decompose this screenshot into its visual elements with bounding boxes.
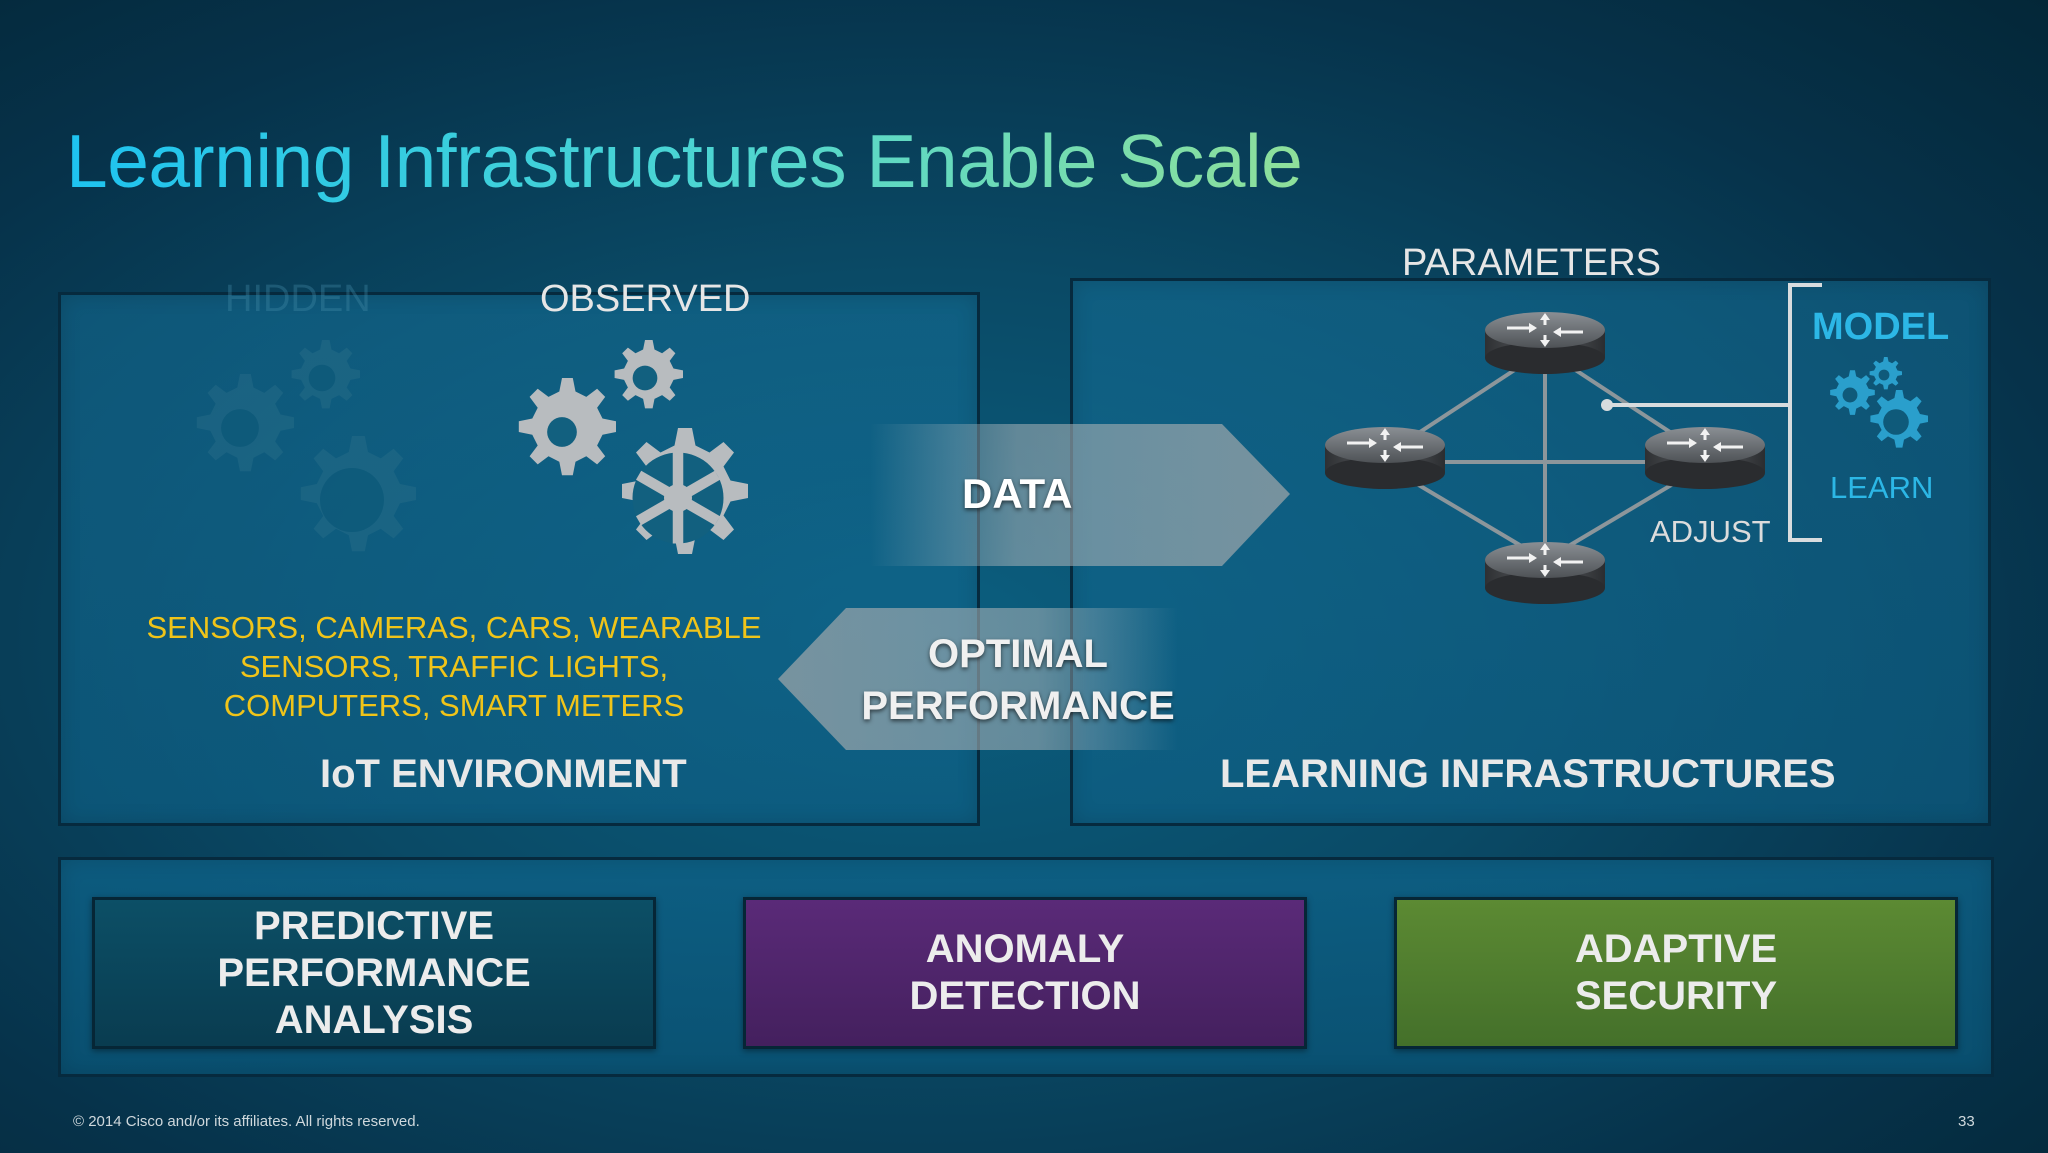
router-icon-right (1643, 425, 1767, 491)
hidden-gears-icon (196, 340, 416, 552)
iot-environment-panel (58, 292, 980, 826)
page-number: 33 (1958, 1113, 1975, 1130)
parameters-label: PARAMETERS (1402, 242, 1662, 284)
bracket-connector-dot (1601, 399, 1613, 411)
anomaly-detection-label: ANOMALY DETECTION (909, 927, 1141, 1018)
adaptive-security-box: ADAPTIVE SECURITY (1394, 897, 1958, 1049)
anomaly-detection-box: ANOMALY DETECTION (743, 897, 1307, 1049)
data-arrow-label: DATA (962, 470, 1073, 517)
learn-label: LEARN (1830, 470, 1934, 505)
predictive-performance-box: PREDICTIVE PERFORMANCE ANALYSIS (92, 897, 656, 1049)
learning-infrastructures-label: LEARNING INFRASTRUCTURES (1220, 752, 1836, 796)
sensors-list: SENSORS, CAMERAS, CARS, WEARABLE SENSORS… (146, 610, 762, 723)
observed-gears-icon (518, 340, 748, 554)
predictive-performance-label: PREDICTIVE PERFORMANCE ANALYSIS (217, 903, 531, 1042)
adjust-label: ADJUST (1650, 514, 1771, 549)
model-bracket (1608, 283, 1822, 542)
model-label: MODEL (1812, 306, 1950, 348)
performance-arrow (778, 608, 1178, 750)
iot-environment-label: IoT ENVIRONMENT (320, 752, 687, 796)
observed-label: OBSERVED (540, 278, 751, 320)
hidden-label: HIDDEN (225, 278, 371, 320)
router-icon-left (1323, 425, 1447, 491)
router-icon-top (1483, 310, 1607, 376)
optimal-performance-label: OPTIMAL PERFORMANCE (861, 632, 1175, 728)
slide-title: Learning Infrastructures Enable Scale (66, 119, 1303, 203)
copyright-text: © 2014 Cisco and/or its affiliates. All … (73, 1113, 420, 1130)
router-icon-bottom (1483, 540, 1607, 606)
model-gears-icon (1830, 357, 1928, 448)
adaptive-security-label: ADAPTIVE SECURITY (1574, 927, 1778, 1018)
data-arrow (870, 424, 1290, 566)
